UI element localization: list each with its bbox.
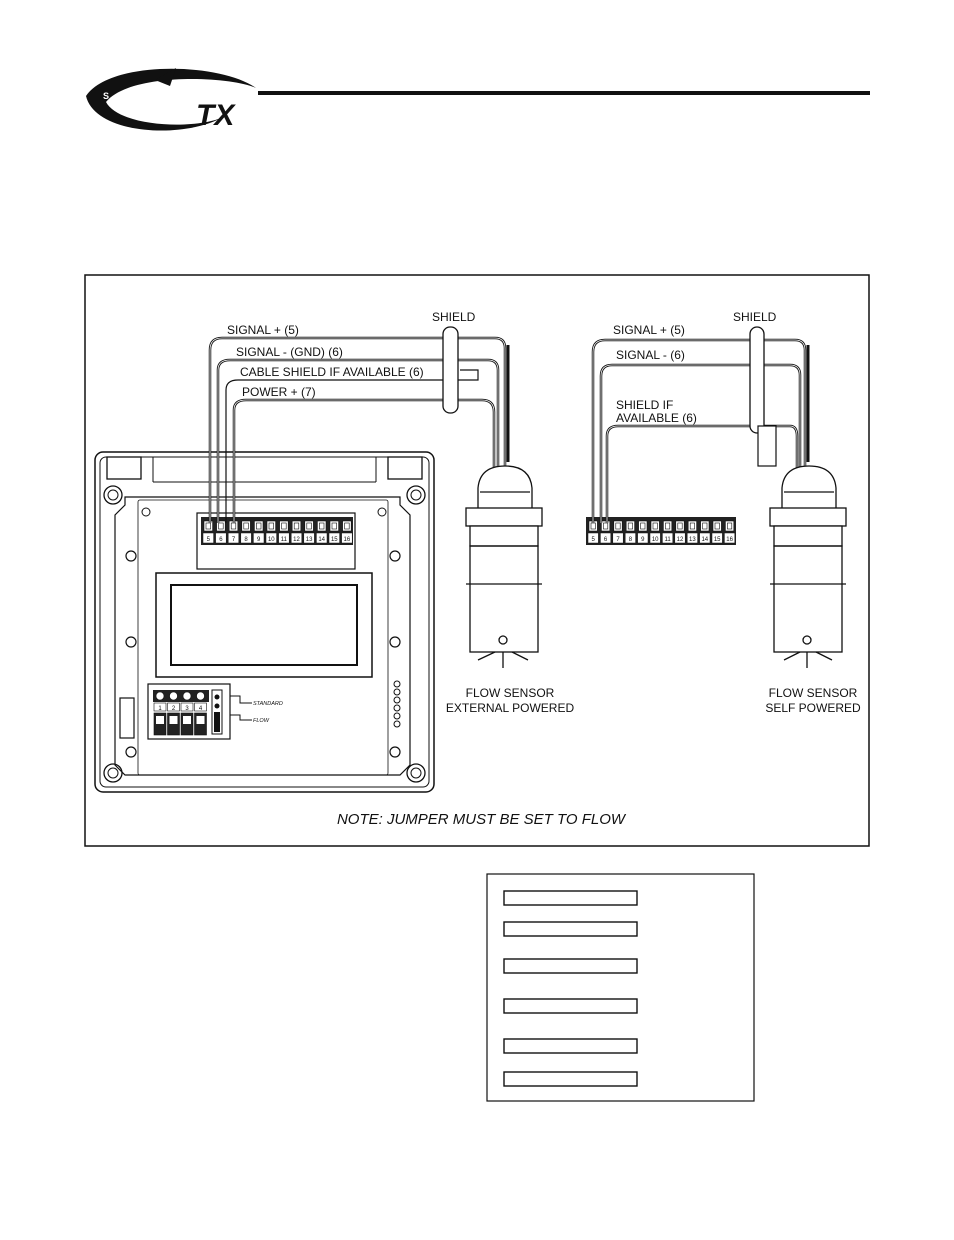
transmitter-enclosure [94,451,435,793]
legend-row-box [503,1071,638,1087]
logo-letter-k: K [204,88,212,98]
logo-letter-r: R [178,88,186,98]
terminal-screw [317,520,327,532]
terminal-number: 7 [616,537,620,543]
legend-box [486,873,755,1102]
right-sensor-label-1: FLOW SENSOR [769,686,858,700]
right-signal-minus-label: SIGNAL - (6) [616,348,685,362]
jumper-block: 1 2 3 4 STANDARD FLOW [147,683,283,740]
terminal-number: 5 [592,537,596,543]
diagram-frame [84,274,870,847]
terminal-number: 11 [664,537,671,543]
legend-row-box [503,1038,638,1054]
terminal-screw [625,520,635,532]
terminal-screw [329,520,339,532]
terminal-number: 15 [331,537,338,543]
jumper-number: 2 [172,706,176,712]
terminal-number: 14 [701,537,708,543]
terminal-screw [700,520,710,532]
jumper-standard-label: STANDARD [253,701,283,707]
right-sensor-label-2: SELF POWERED [765,701,861,715]
terminal-number: 16 [726,537,733,543]
terminal-number: 5 [207,537,211,543]
terminal-screw [687,520,697,532]
jumper-flow-label: FLOW [253,718,270,724]
right-terminal-block: 5 6 7 8 9 10 11 12 13 14 15 16 [586,517,736,545]
terminal-number: 7 [232,537,236,543]
terminal-number: 9 [641,537,645,543]
right-shield-label-2: AVAILABLE (6) [616,411,697,425]
right-flow-sensor [769,465,847,668]
terminal-screw [663,520,673,532]
header-rule [258,91,870,95]
logo-tx-text: TX [196,99,236,132]
left-signal-minus-label: SIGNAL - (GND) (6) [236,345,343,359]
legend-row-box [503,921,638,937]
left-sensor-label-2: EXTERNAL POWERED [446,701,575,715]
terminal-screw [725,520,735,532]
terminal-number: 10 [268,537,275,543]
terminal-screw [216,520,226,532]
legend-row-box [503,958,638,974]
right-signal-plus-label: SIGNAL + (5) [613,323,685,337]
jumper-number: 1 [158,706,162,712]
terminal-screw [291,520,302,532]
terminal-number: 12 [677,537,684,543]
legend-row-box [503,890,638,906]
terminal-number: 11 [281,537,288,543]
shark-tx-logo: S H A R K TX [86,68,256,132]
left-terminal-block: 5 6 7 8 9 10 11 12 13 14 15 16 [196,512,356,570]
terminal-number: 12 [293,537,300,543]
jumper-note: NOTE: JUMPER MUST BE SET TO FLOW [337,811,627,828]
logo-letter-a: A [150,88,158,98]
left-wire-labels: SIGNAL + (5) SIGNAL - (GND) (6) CABLE SH… [227,310,476,399]
legend-row-box [503,998,638,1014]
terminal-number: 8 [244,537,248,543]
terminal-number: 8 [629,537,633,543]
terminal-number: 15 [714,537,721,543]
left-power-plus-label: POWER + (7) [242,385,316,399]
right-shield-label: SHIELD [733,310,777,324]
terminal-number: 6 [219,537,223,543]
terminal-screw [712,520,722,532]
terminal-screw [279,520,289,532]
left-signal-plus-label: SIGNAL + (5) [227,323,299,337]
terminal-screw [613,520,623,532]
terminal-screw [675,520,685,532]
terminal-number: 9 [257,537,261,543]
right-wire-labels: SIGNAL + (5) SIGNAL - (6) SHIELD IF AVAI… [613,310,777,425]
terminal-screw [650,520,660,532]
terminal-number: 16 [344,537,351,543]
left-sensor-label-1: FLOW SENSOR [466,686,555,700]
left-cable-shield-label: CABLE SHIELD IF AVAILABLE (6) [240,365,424,379]
left-wiring [208,326,510,523]
logo-letter-s: S [103,91,110,101]
terminal-number: 6 [604,537,608,543]
terminal-screw [304,520,314,532]
terminal-screw [203,520,213,532]
jumper-number: 3 [185,706,189,712]
terminal-screw [342,520,352,532]
terminal-screw [266,520,276,532]
left-flow-sensor [465,465,543,668]
terminal-number: 10 [652,537,659,543]
terminal-screw [638,520,648,532]
terminal-number: 14 [318,537,325,543]
right-shield-label-1: SHIELD IF [616,398,673,412]
jumper-number: 4 [199,706,203,712]
terminal-number: 13 [689,537,696,543]
terminal-screw [241,520,251,532]
terminal-screw [254,520,264,532]
right-wiring [591,326,810,523]
terminal-number: 13 [306,537,313,543]
logo-letter-h: H [126,89,134,99]
terminal-screw [601,520,611,532]
left-shield-label: SHIELD [432,310,476,324]
